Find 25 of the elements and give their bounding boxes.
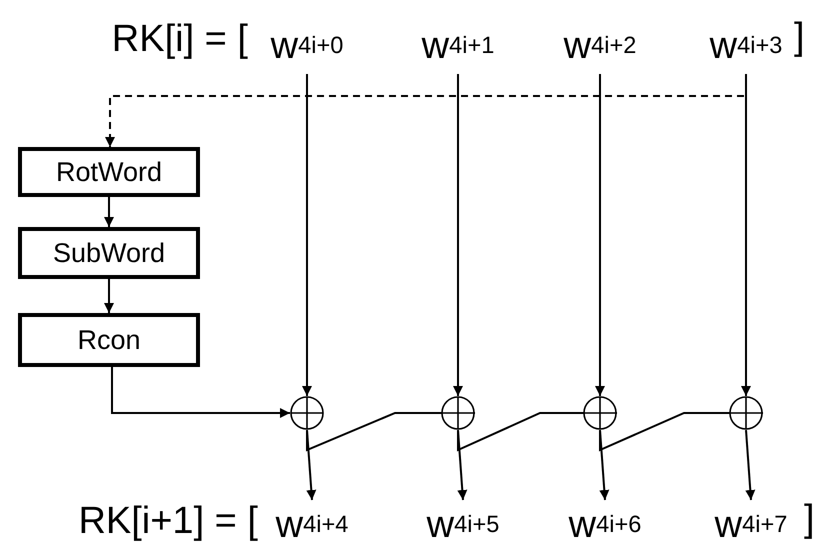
process-box bbox=[18, 147, 200, 197]
process-box bbox=[18, 313, 200, 367]
arrow bbox=[306, 430, 316, 500]
xor-symbol bbox=[583, 396, 617, 430]
equation-text: RK[i] = [ bbox=[112, 20, 248, 58]
box-label: RotWord bbox=[56, 156, 162, 188]
box-label: SubWord bbox=[52, 238, 166, 268]
arrow bbox=[302, 74, 312, 396]
process-box bbox=[18, 227, 200, 279]
arrow bbox=[741, 74, 751, 396]
xor-symbol bbox=[441, 396, 475, 430]
xor-symbol bbox=[290, 396, 324, 430]
arrow bbox=[453, 74, 463, 396]
equation-text: ] bbox=[794, 18, 805, 56]
equation-text: ] bbox=[804, 500, 815, 538]
arrow bbox=[104, 197, 114, 227]
arrow bbox=[599, 430, 610, 500]
arrow bbox=[745, 430, 756, 500]
arrow bbox=[595, 74, 605, 396]
xor-symbol bbox=[729, 396, 763, 430]
box-label: Rcon bbox=[77, 324, 141, 356]
arrow bbox=[111, 367, 290, 418]
equation-text: RK[i+1] = [ bbox=[78, 502, 258, 540]
arrow bbox=[104, 279, 114, 313]
arrow bbox=[457, 430, 468, 500]
